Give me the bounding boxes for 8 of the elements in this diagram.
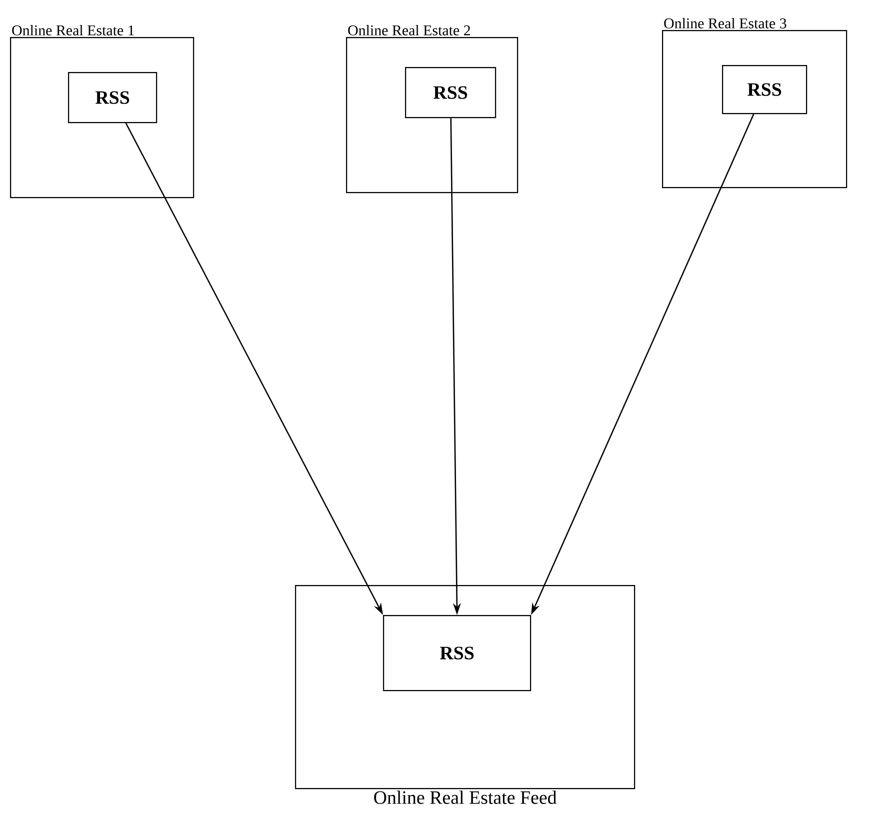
rss-box: RSS — [68, 72, 158, 124]
box-caption: Online Real Estate Feed — [374, 790, 557, 804]
box-heading: Online Real Estate 2 — [348, 24, 470, 36]
box-heading: Online Real Estate 3 — [664, 18, 786, 28]
rss-box: RSS — [405, 67, 496, 118]
rss-box: RSS — [722, 65, 808, 114]
rss-box: RSS — [383, 615, 532, 692]
box-heading: Online Real Estate 1 — [12, 24, 134, 36]
